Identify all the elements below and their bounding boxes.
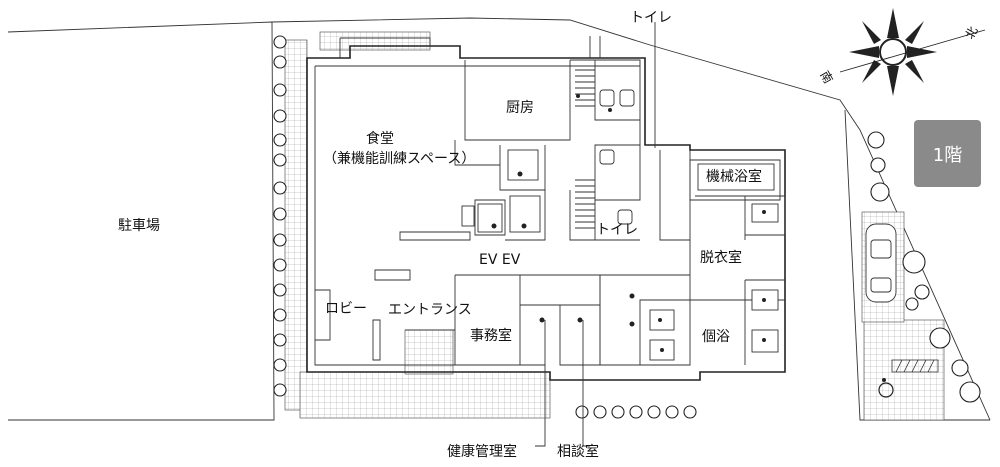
elevator-shafts [461, 149, 541, 233]
ev-label: EV EV [479, 252, 521, 268]
bath-fixtures [649, 163, 779, 361]
health-label: 健康管理室 [447, 443, 517, 460]
hatched-parking-mark [891, 359, 939, 373]
dining-sub-label: （兼機能訓練スペース） [323, 151, 475, 167]
compass-north-label: 北 [962, 24, 980, 41]
leader-lines [535, 22, 656, 447]
car-icon [865, 223, 897, 303]
interior-walls [315, 59, 786, 366]
trees-south [575, 405, 697, 419]
trees-east [867, 131, 981, 403]
room-labels: 駐車場 食堂 （兼機能訓練スペース） 厨房 トイレ トイレ 機械浴室 脱衣室 個… [118, 10, 762, 460]
compass-south-label: 南 [817, 68, 836, 86]
trees-west [273, 35, 287, 397]
compass-rose: 北 南 [817, 8, 986, 96]
site-boundary [271, 17, 991, 421]
toilet-fixtures [576, 89, 635, 225]
parking-lot [7, 21, 275, 421]
parking-label: 駐車場 [118, 217, 160, 234]
dressing-label: 脱衣室 [700, 249, 742, 266]
kitchen-label: 厨房 [506, 100, 534, 116]
tiled-paving [284, 31, 945, 421]
lobby-label: ロビー [325, 301, 367, 317]
wheelchair-icon [878, 378, 894, 398]
toilet-top-label: トイレ [630, 10, 672, 26]
toilet-mid-label: トイレ [596, 222, 638, 238]
floor-badge: 1階 [914, 120, 981, 187]
mech-bath-label: 機械浴室 [706, 168, 762, 185]
consult-label: 相談室 [557, 443, 599, 460]
dining-label: 食堂 [366, 130, 394, 147]
entrance-label: エントランス [388, 302, 472, 318]
room-markers [491, 171, 635, 327]
office-label: 事務室 [470, 327, 512, 344]
private-bath-label: 個浴 [702, 329, 730, 345]
stairs [575, 69, 595, 229]
